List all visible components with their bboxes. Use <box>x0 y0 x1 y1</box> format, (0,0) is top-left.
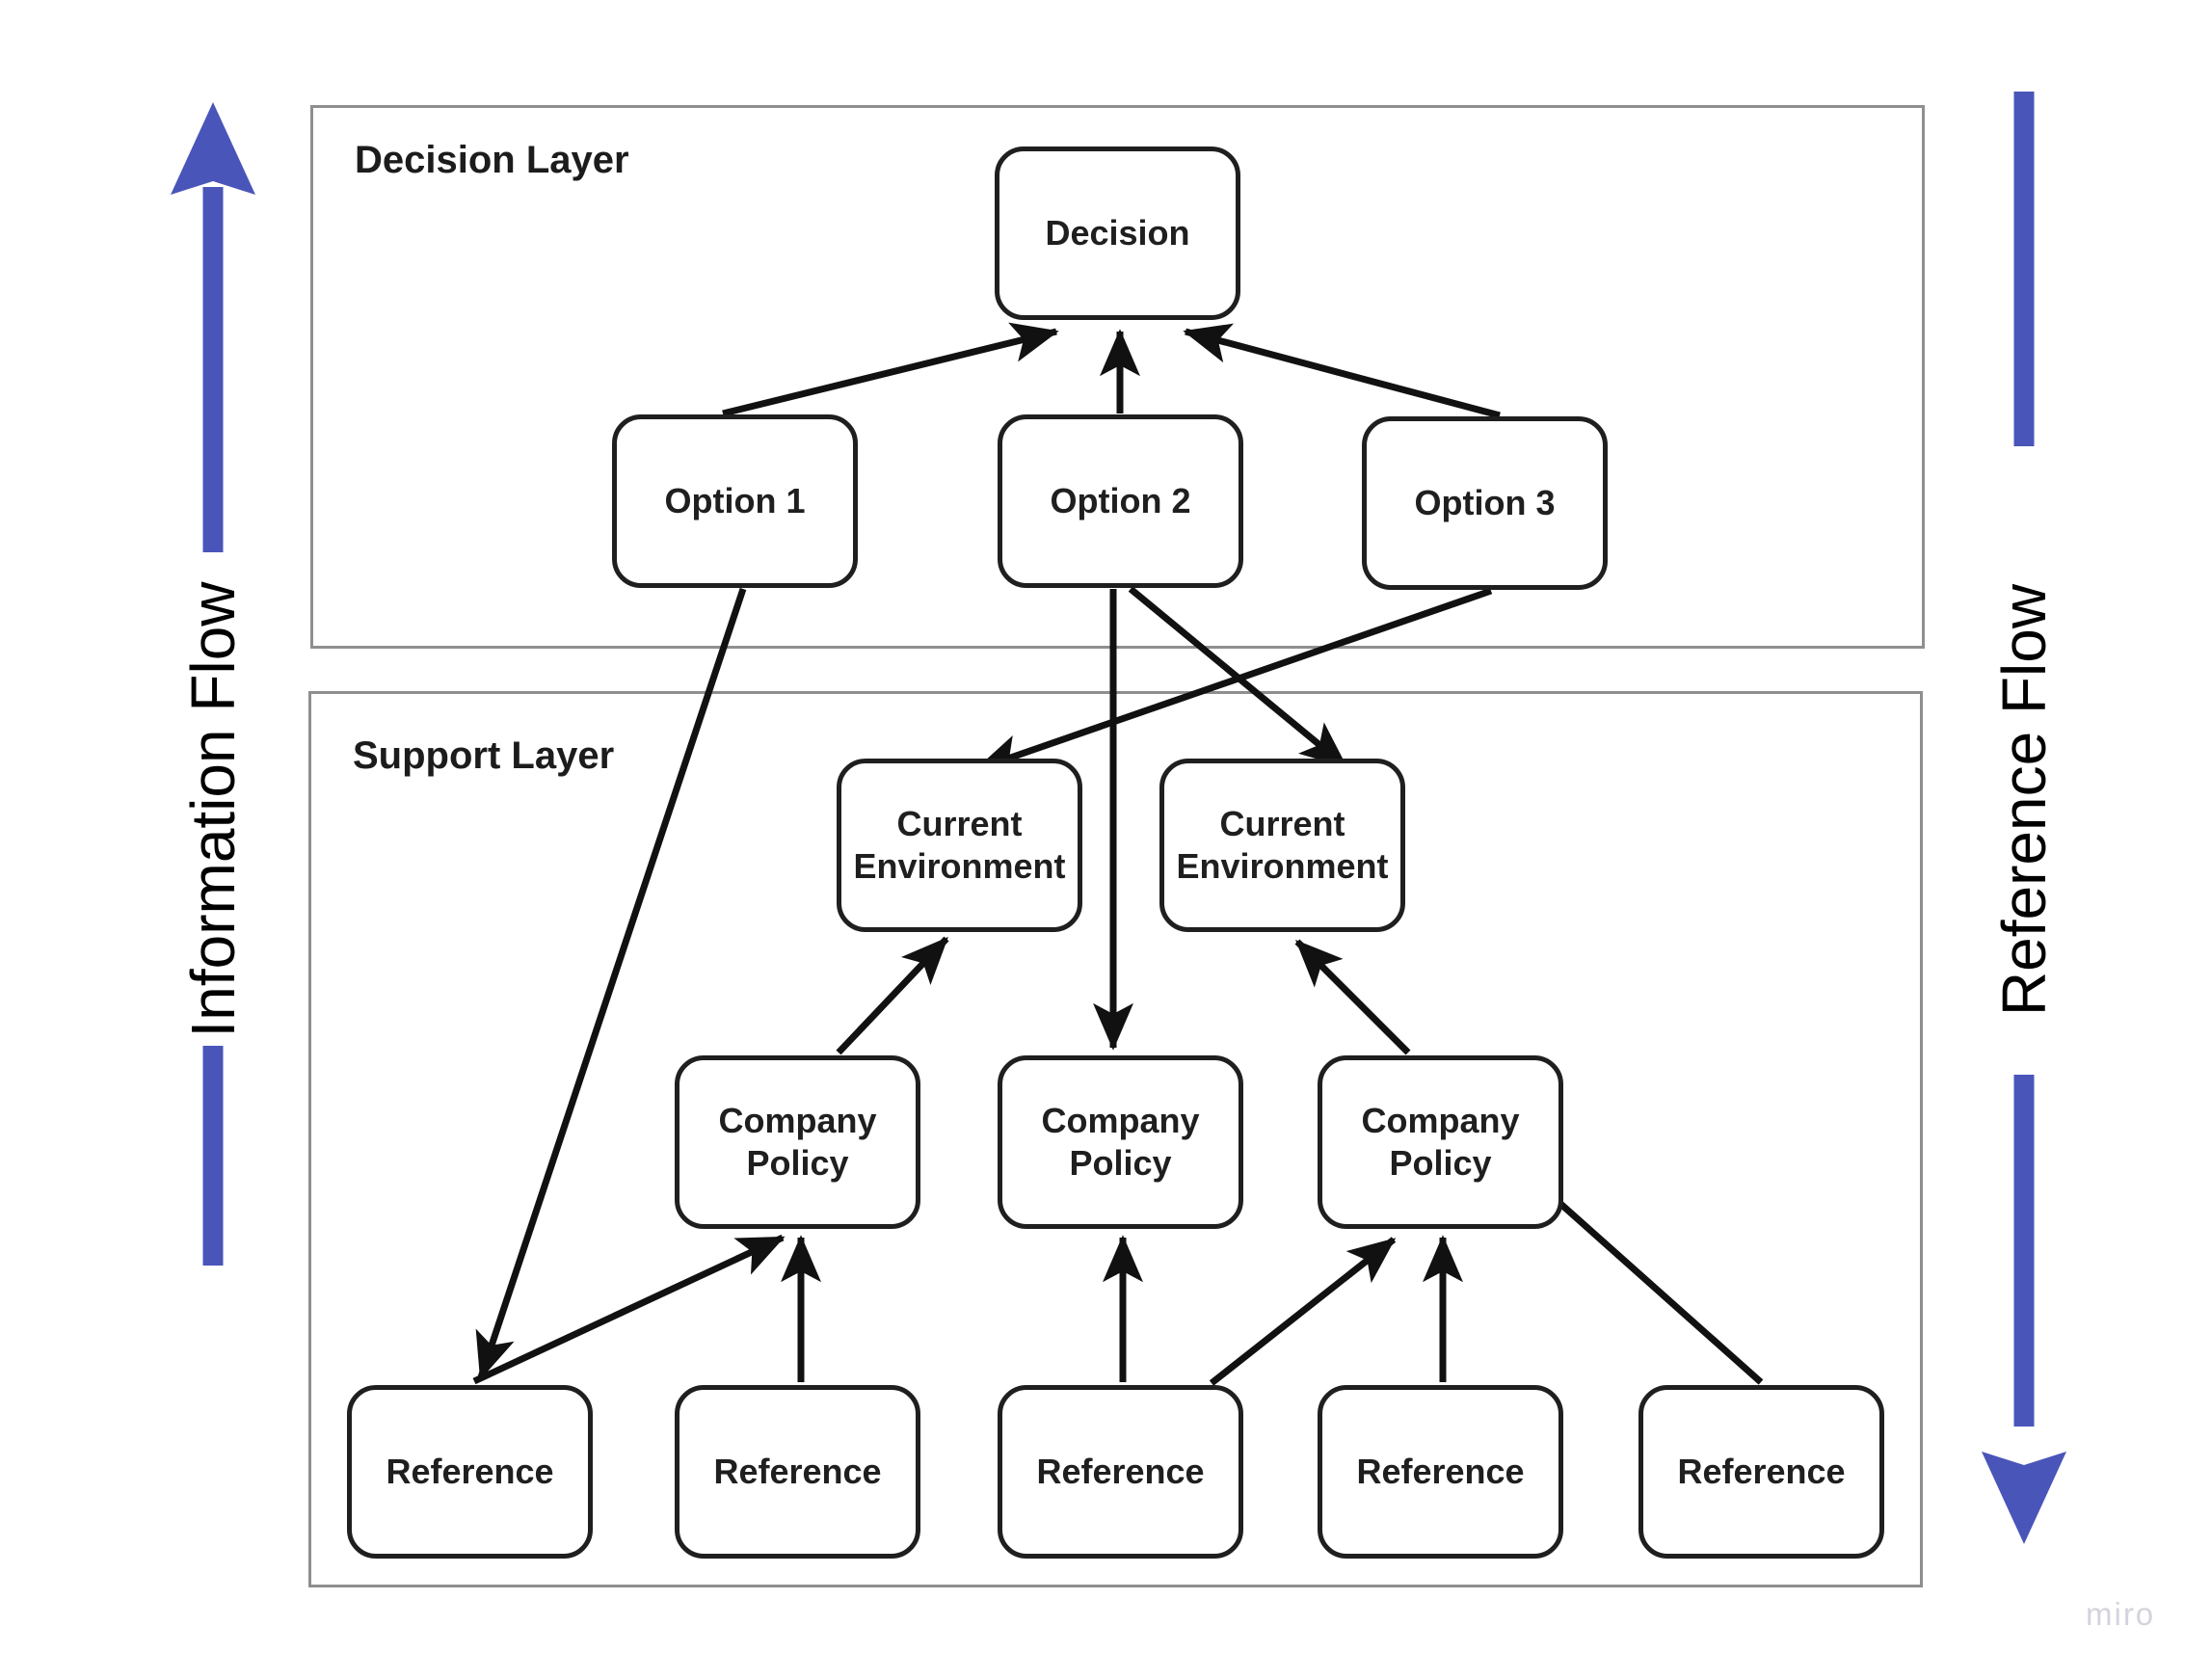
miro-watermark: miro <box>2086 1596 2156 1632</box>
support-layer-label: Support Layer <box>353 734 615 777</box>
reference-flow-shaft-bottom <box>2013 1075 2035 1427</box>
edge-option3-decision <box>1183 323 1501 419</box>
reference-flow-arrow <box>1982 92 2066 1544</box>
information-flow-label: Information Flow <box>178 581 248 1038</box>
node-company-policy-mid: Company Policy <box>998 1055 1243 1229</box>
node-option-3: Option 3 <box>1362 416 1608 590</box>
node-reference-4: Reference <box>1318 1385 1563 1559</box>
decision-layer-box <box>310 105 1925 649</box>
reference-flow-shaft-top <box>2013 92 2035 446</box>
node-reference-3: Reference <box>998 1385 1243 1559</box>
edge-policy3-cenv2 <box>1294 939 1411 1055</box>
node-option-2: Option 2 <box>998 414 1243 588</box>
node-company-policy-left: Company Policy <box>675 1055 920 1229</box>
node-reference-3-label: Reference <box>1036 1452 1205 1492</box>
node-current-environment-right: Current Environment <box>1159 759 1405 932</box>
node-current-environment-left: Current Environment <box>837 759 1082 932</box>
node-company-policy-mid-label: Company Policy <box>1041 1101 1200 1183</box>
edge-option3-cenv1 <box>974 587 1493 774</box>
node-reference-2-label: Reference <box>713 1452 882 1492</box>
node-option-1: Option 1 <box>612 414 858 588</box>
reference-flow-label: Reference Flow <box>1989 583 2059 1017</box>
reference-flow-arrowhead-icon <box>1982 1452 2066 1544</box>
edge-option1-ref1 <box>475 587 747 1380</box>
information-flow-arrow <box>171 102 255 1266</box>
node-reference-1-label: Reference <box>386 1452 554 1492</box>
node-decision-label: Decision <box>1045 213 1190 253</box>
decision-layer-label: Decision Layer <box>355 139 629 181</box>
node-reference-1: Reference <box>347 1385 593 1559</box>
node-reference-5-label: Reference <box>1677 1452 1846 1492</box>
node-reference-4-label: Reference <box>1356 1452 1525 1492</box>
edge-ref3-policy3 <box>1209 1237 1397 1386</box>
node-reference-5: Reference <box>1638 1385 1884 1559</box>
information-flow-shaft-top <box>202 187 224 552</box>
information-flow-arrowhead-icon <box>171 102 255 195</box>
node-option-2-label: Option 2 <box>1050 481 1191 521</box>
information-flow-shaft-bottom <box>202 1046 224 1266</box>
node-company-policy-left-label: Company Policy <box>718 1101 877 1183</box>
node-current-environment-left-label: Current Environment <box>853 804 1066 886</box>
edge-policy1-cenv1 <box>836 936 949 1055</box>
node-company-policy-right-label: Company Policy <box>1361 1101 1520 1183</box>
node-option-1-label: Option 1 <box>664 481 806 521</box>
node-option-3-label: Option 3 <box>1414 483 1556 523</box>
node-current-environment-right-label: Current Environment <box>1176 804 1389 886</box>
edge-option1-decision <box>722 322 1059 417</box>
node-decision: Decision <box>995 147 1240 320</box>
node-company-policy-right: Company Policy <box>1318 1055 1563 1229</box>
node-reference-2: Reference <box>675 1385 920 1559</box>
edge-policy3-ref5 <box>1556 1199 1764 1385</box>
edge-ref1-policy1 <box>472 1234 786 1385</box>
